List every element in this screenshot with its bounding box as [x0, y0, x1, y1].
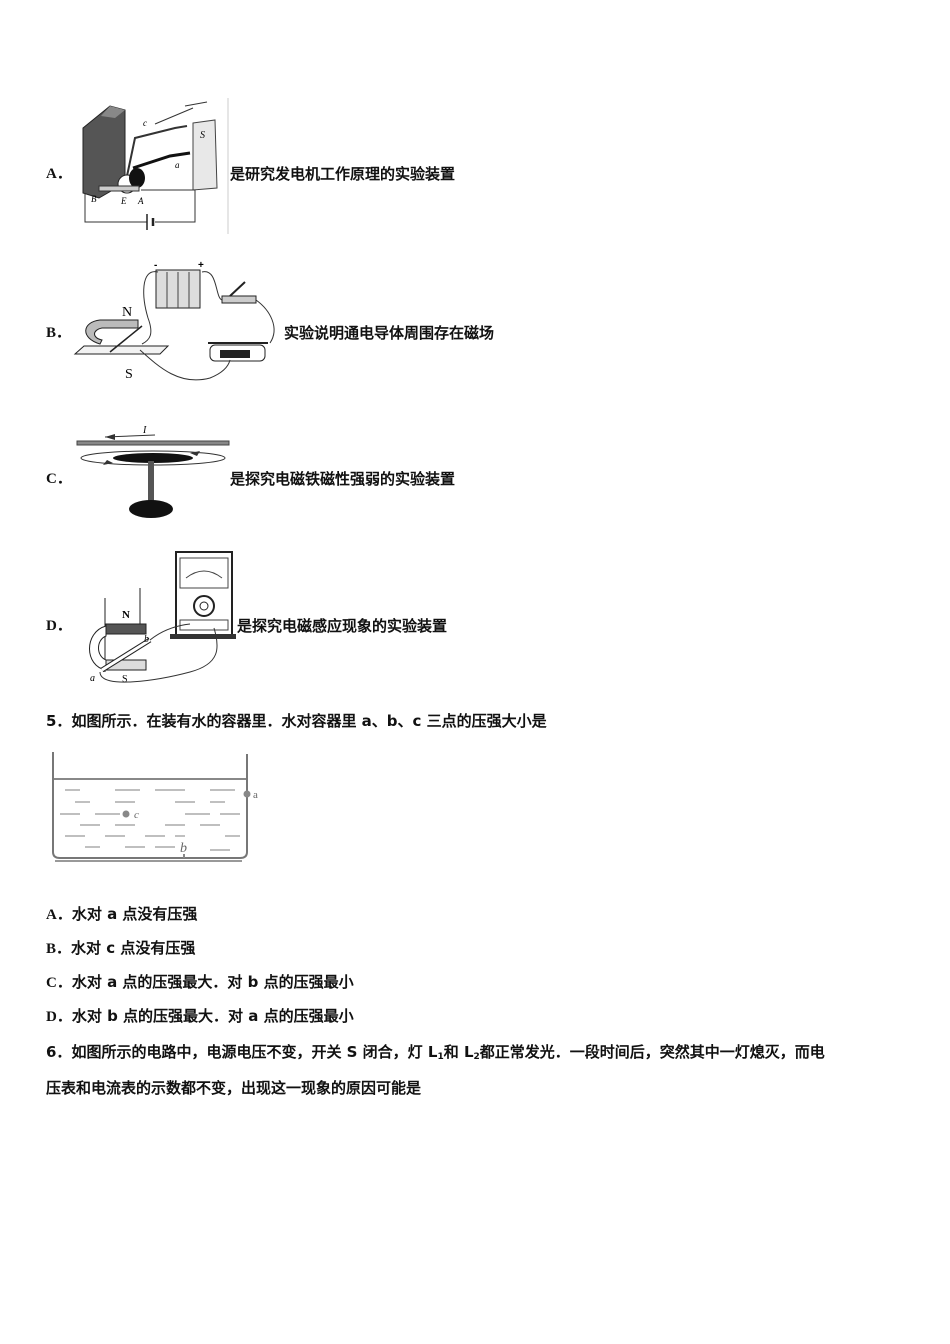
oersted-compass-figure: I: [75, 425, 235, 523]
svg-text:a: a: [175, 160, 180, 170]
question-6-line-1: 6．如图所示的电路中，电源电压不变，开关 S 闭合，灯 L1和 L2都正常发光．…: [46, 1042, 825, 1067]
svg-text:E: E: [120, 196, 127, 206]
svg-text:-: -: [154, 260, 157, 271]
svg-text:N: N: [122, 305, 132, 320]
svg-text:+: +: [198, 260, 204, 271]
question-5-stem: 5．如图所示．在装有水的容器里．水对容器里 a、b、c 三点的压强大小是: [46, 711, 547, 731]
question-5-number: 5．: [46, 712, 72, 730]
question-5-option-b[interactable]: B．水对 c 点没有压强: [46, 938, 195, 959]
option-a-label: A．: [46, 166, 72, 182]
subscript-2: 2: [473, 1052, 480, 1062]
option-b-label: B．: [46, 325, 72, 341]
option-label: D．: [46, 1009, 72, 1025]
option-text: 水对 b 点的压强最大．对 a 点的压强最小: [71, 1007, 354, 1025]
question-6-text-c: 都正常发光．一段时间后，突然其中一灯熄灭，而电: [479, 1043, 825, 1061]
question-5-text: 如图所示．在装有水的容器里．水对容器里 a、b、c 三点的压强大小是: [71, 712, 547, 730]
svg-text:S: S: [125, 367, 133, 382]
option-a-caption: 是研究发电机工作原理的实验装置: [230, 165, 456, 183]
question-5-option-d[interactable]: D．水对 b 点的压强最大．对 a 点的压强最小: [46, 1006, 354, 1027]
water-container-figure: a c b: [50, 748, 265, 863]
question-6-line-2: 压表和电流表的示数都不变，出现这一现象的原因可能是: [46, 1079, 422, 1097]
option-d-caption: 是探究电磁感应现象的实验装置: [237, 617, 448, 635]
svg-text:I: I: [142, 425, 147, 436]
svg-text:S: S: [200, 130, 205, 141]
option-text: 水对 c 点没有压强: [71, 939, 196, 957]
option-c-label: C．: [46, 471, 72, 487]
horseshoe-magnet-circuit-figure: - + N S: [70, 258, 285, 386]
subscript-1: 1: [437, 1052, 444, 1062]
question-6-number: 6．: [46, 1043, 72, 1061]
svg-text:S: S: [122, 674, 128, 685]
question-5-option-c[interactable]: C．水对 a 点的压强最大．对 b 点的压强最小: [46, 972, 354, 993]
svg-text:c: c: [143, 118, 147, 128]
svg-text:b: b: [180, 841, 187, 856]
option-d-label: D．: [46, 618, 72, 634]
svg-text:A: A: [137, 196, 144, 206]
svg-text:B: B: [91, 194, 97, 204]
motor-apparatus-figure: S c a B E A: [75, 98, 230, 234]
svg-text:a: a: [253, 789, 258, 801]
option-label: A．: [46, 907, 72, 923]
svg-text:N: N: [122, 609, 130, 621]
option-label: C．: [46, 975, 72, 991]
option-label: B．: [46, 941, 72, 957]
option-c-caption: 是探究电磁铁磁性强弱的实验装置: [230, 470, 456, 488]
induction-galvanometer-figure: N b a S: [80, 548, 240, 688]
question-6-text-a: 如图所示的电路中，电源电压不变，开关 S 闭合，灯 L: [71, 1043, 438, 1061]
svg-text:c: c: [134, 809, 139, 821]
option-b-caption: 实验说明通电导体周围存在磁场: [284, 324, 495, 342]
question-5-option-a[interactable]: A．水对 a 点没有压强: [46, 904, 197, 925]
question-6-text-b: 和 L: [443, 1043, 474, 1061]
option-text: 水对 a 点没有压强: [71, 905, 198, 923]
svg-text:a: a: [90, 673, 95, 684]
svg-text:b: b: [144, 634, 149, 645]
option-text: 水对 a 点的压强最大．对 b 点的压强最小: [71, 973, 354, 991]
